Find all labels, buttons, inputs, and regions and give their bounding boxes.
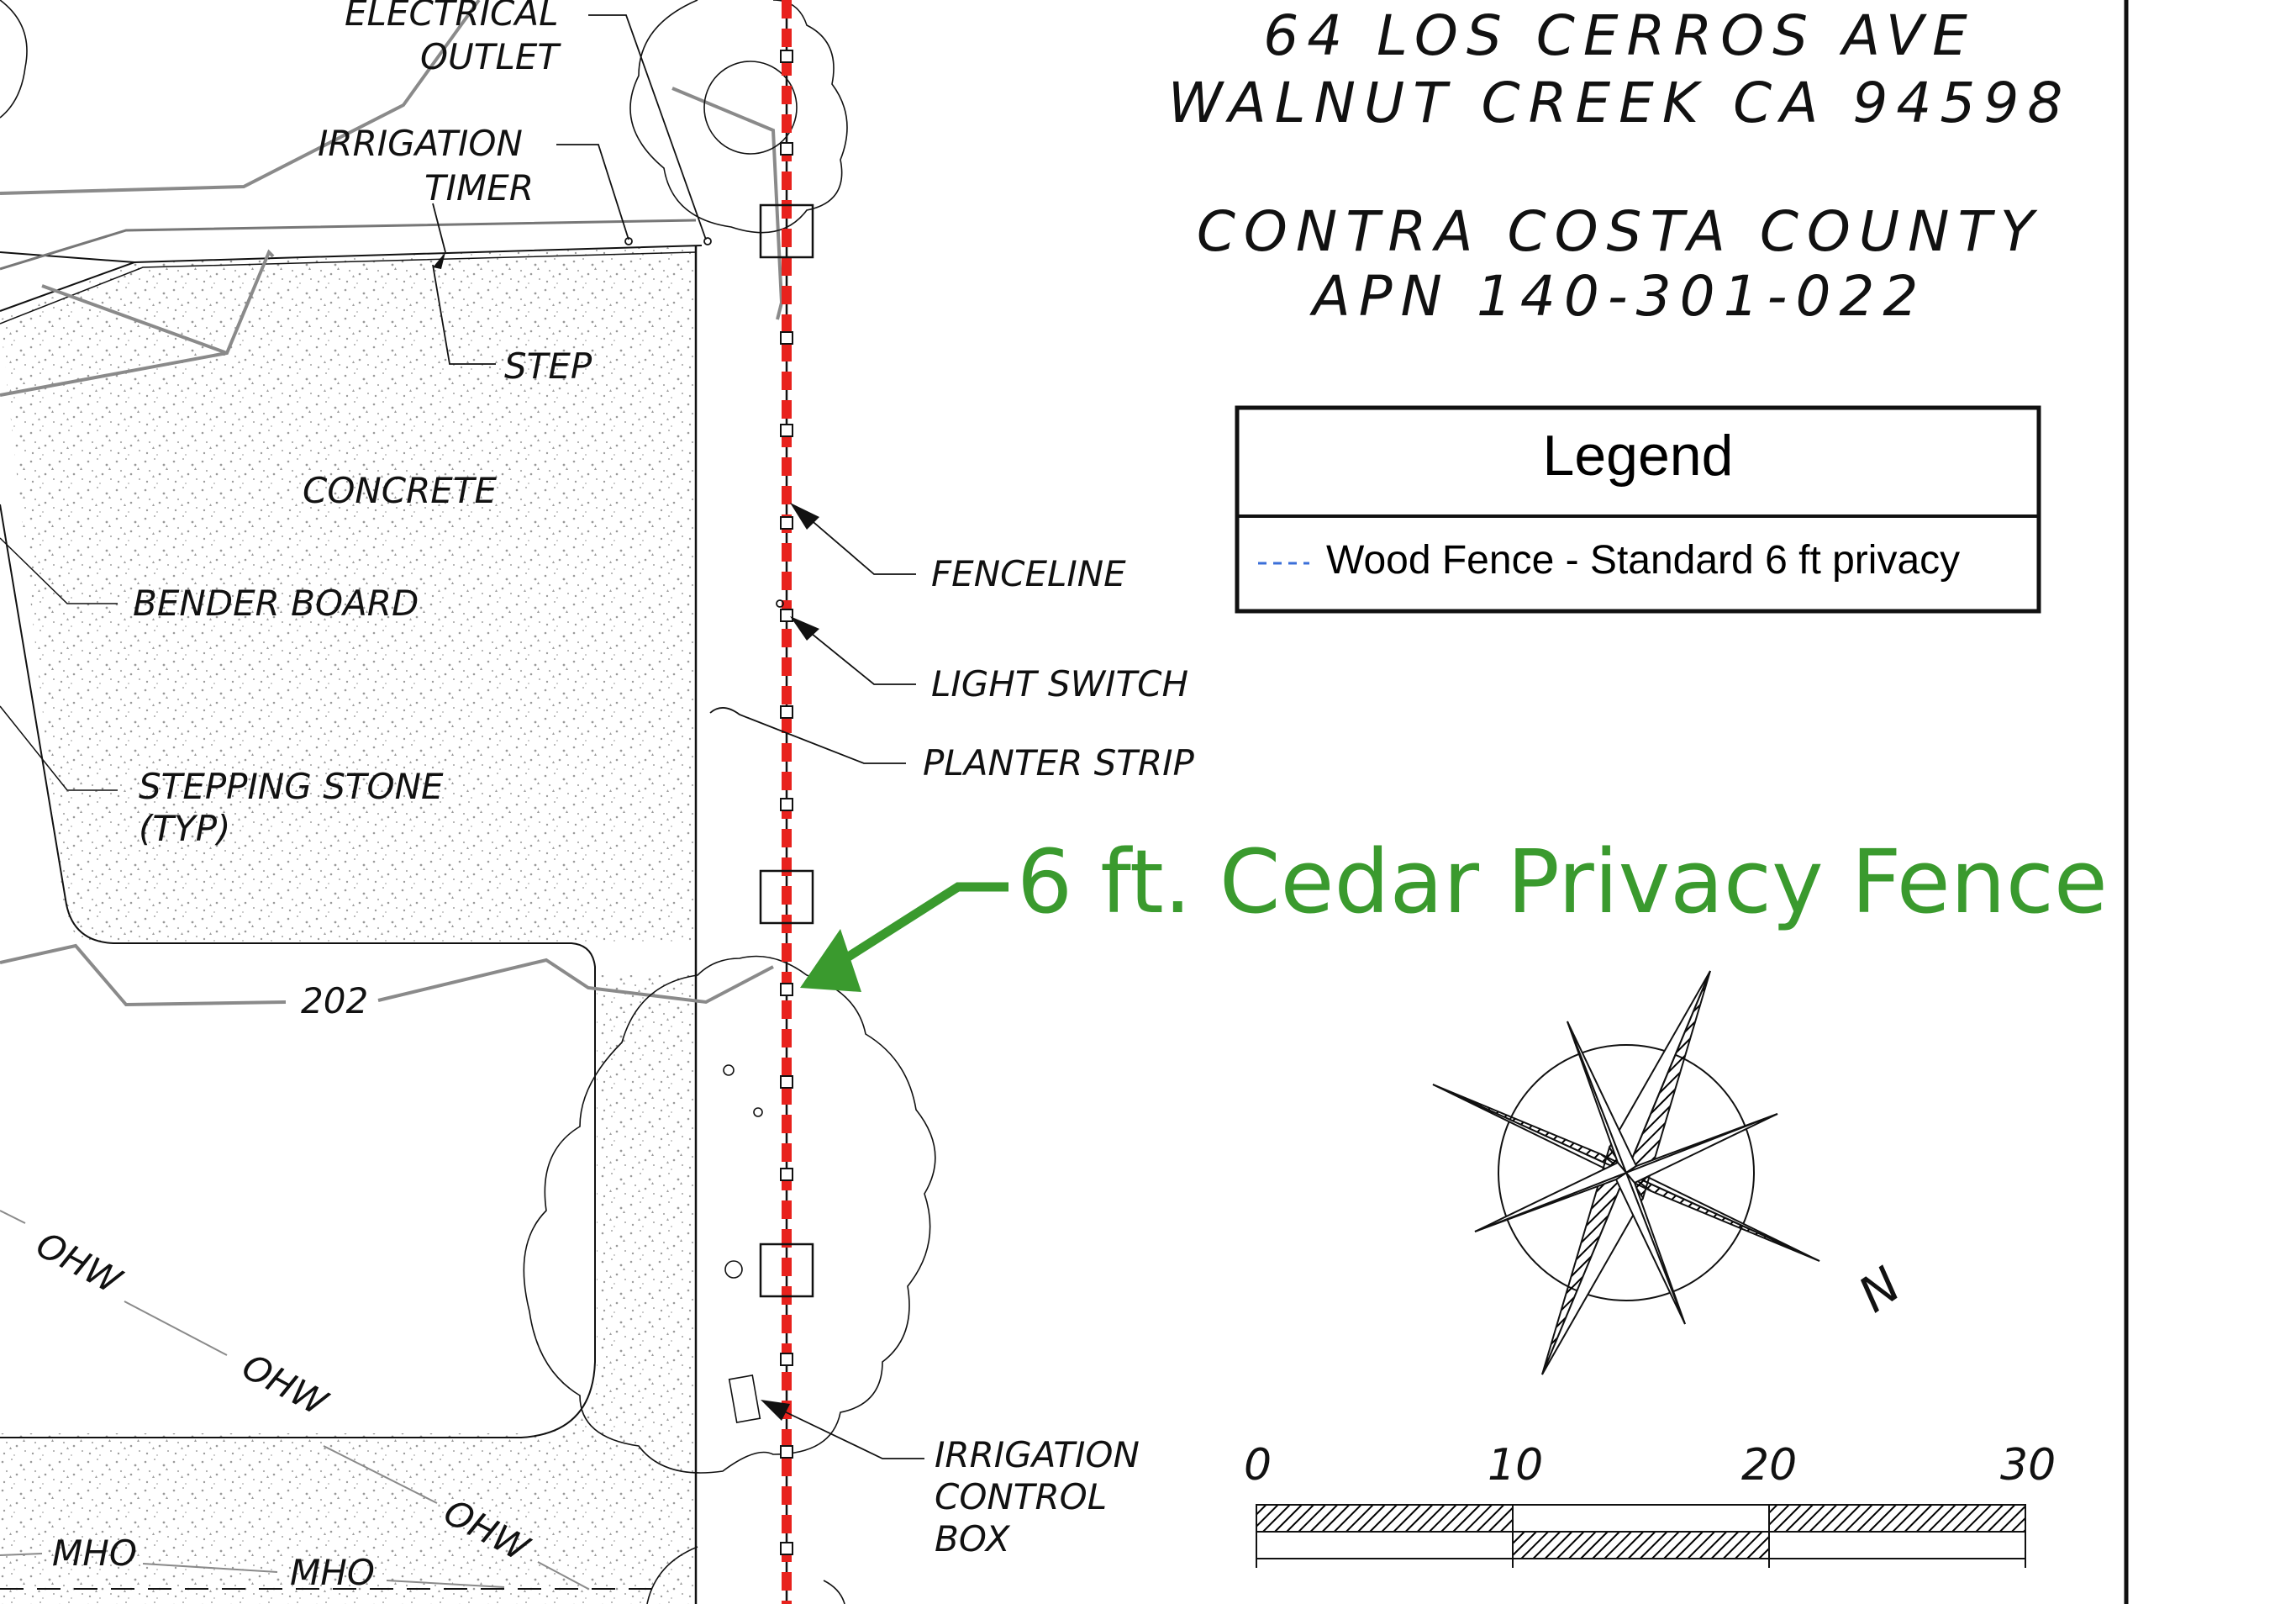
label-control: CONTROL: [935, 1476, 1107, 1517]
label-electrical: ELECTRICAL: [345, 0, 558, 34]
label-mho-2: MHO: [290, 1552, 375, 1593]
legend-box: [1235, 405, 2041, 614]
north-arrow-icon: [1432, 970, 1820, 1375]
scale-tick-10: 10: [1488, 1440, 1543, 1491]
annotation-leaders: [432, 14, 924, 1459]
scale-tick-0: 0: [1244, 1440, 1272, 1491]
label-mho-1: MHO: [52, 1533, 137, 1574]
label-bender-board: BENDER BOARD: [133, 583, 419, 624]
site-linework: [0, 0, 784, 1604]
leader-arrowheads: [433, 252, 819, 1421]
apn-number: APN 140-301-022: [1309, 264, 1927, 329]
label-step: STEP: [504, 346, 592, 387]
address-line1: 64 LOS CERROS AVE: [1263, 3, 1976, 68]
concrete-paving: [0, 245, 696, 1604]
label-ohw-2: OHW: [235, 1346, 334, 1425]
label-stepping-stone: STEPPING STONE: [139, 766, 444, 807]
legend-entry-label: Wood Fence - Standard 6 ft privacy: [1326, 538, 1960, 583]
scale-tick-30: 30: [2000, 1440, 2056, 1491]
callout-arrow: [800, 882, 1008, 992]
label-irrigation: IRRIGATION: [318, 123, 523, 164]
label-planter-strip: PLANTER STRIP: [923, 742, 1194, 784]
label-timer: TIMER: [424, 167, 534, 208]
north-label: N: [1848, 1256, 1911, 1324]
fence-callout: 6 ft. Cedar Privacy Fence: [1017, 831, 2108, 933]
label-light-switch: LIGHT SWITCH: [931, 663, 1188, 704]
scale-bar: [1256, 1504, 2026, 1568]
label-outlet: OUTLET: [420, 36, 561, 77]
label-box: BOX: [935, 1518, 1011, 1559]
address-line2: WALNUT CREEK CA 94598: [1168, 71, 2072, 135]
fenceline: [759, 0, 814, 1604]
label-concrete: CONCRETE: [303, 470, 498, 511]
label-typ: (TYP): [139, 808, 230, 849]
label-fenceline: FENCELINE: [931, 553, 1126, 594]
label-contour: 202: [301, 980, 368, 1021]
county-name: CONTRA COSTA COUNTY: [1197, 199, 2042, 264]
label-irrigation-control: IRRIGATION: [935, 1434, 1140, 1475]
label-ohw-1: OHW: [29, 1224, 129, 1303]
legend-title: Legend: [1543, 424, 1734, 488]
tree-canopies: [0, 0, 936, 1604]
scale-tick-20: 20: [1741, 1440, 1797, 1491]
